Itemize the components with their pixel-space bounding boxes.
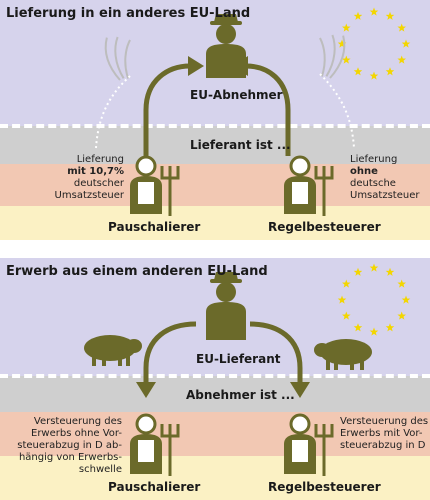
left-note: Lieferung mit 10,7% deutscher Umsatzsteu… (54, 154, 124, 201)
dashed-divider (0, 124, 430, 128)
star (337, 295, 347, 304)
supplier-label: EU-Lieferant (196, 352, 281, 366)
eu-stars-icon (337, 263, 411, 336)
star (342, 279, 351, 288)
star (397, 23, 406, 32)
panel2-graphics (84, 263, 411, 476)
star (342, 55, 351, 64)
star (369, 327, 379, 336)
star (385, 67, 395, 76)
panel1-graphics (95, 7, 411, 216)
star (397, 311, 406, 320)
pig-icon (314, 339, 372, 370)
arrow-right (249, 321, 303, 382)
star (337, 39, 347, 48)
band-cream (0, 456, 430, 500)
star (342, 311, 351, 320)
eu-stars-icon (337, 7, 411, 80)
panel-delivery: Lieferung in ein anderes EU-Land EU-Abne… (0, 0, 430, 240)
farmer-icon (206, 14, 246, 78)
dashed-divider (0, 374, 430, 378)
band-cream (0, 206, 430, 240)
right-note: Versteuerung des Erwerbs mit Vor- steuer… (340, 416, 429, 451)
star (385, 323, 395, 332)
grain-icon (319, 34, 346, 79)
star (353, 267, 363, 276)
star (353, 67, 363, 76)
farmer-icon (130, 155, 180, 216)
arrow-left (143, 63, 191, 156)
right-label: Regelbesteuerer (268, 220, 381, 234)
star (401, 295, 411, 304)
right-note: Lieferung ohne deutsche Umsatzsteuer (350, 154, 420, 201)
panel-title: Lieferung in ein anderes EU-Land (6, 6, 251, 21)
left-label: Pauschalierer (108, 480, 201, 494)
farmer-icon (206, 272, 246, 340)
star (369, 7, 379, 16)
star (397, 55, 406, 64)
right-label: Regelbesteuerer (268, 480, 381, 494)
star (385, 267, 395, 276)
status-label: Abnehmer ist ... (186, 388, 295, 402)
pig-icon (84, 335, 142, 366)
left-note: Versteuerung des Erwerbs ohne Vor- steue… (17, 416, 122, 475)
star (342, 23, 351, 32)
band-salmon (0, 412, 430, 456)
arrow-left (143, 321, 197, 382)
star (353, 323, 363, 332)
star (353, 11, 363, 20)
band-salmon (0, 164, 430, 206)
star (385, 11, 395, 20)
arrow-right (245, 63, 291, 156)
status-label: Lieferant ist ... (190, 138, 291, 152)
star (369, 263, 379, 272)
star (401, 39, 411, 48)
panel-title: Erwerb aus einem anderen EU-Land (6, 264, 268, 279)
star (369, 71, 379, 80)
band-gray (0, 376, 430, 412)
band-gray (0, 126, 430, 164)
buyer-label: EU-Abnehmer (190, 88, 283, 102)
farmer-icon (130, 413, 180, 476)
panel-acquisition: Erwerb aus einem anderen EU-Land EU-Lief… (0, 258, 430, 500)
farmer-icon (284, 155, 334, 216)
grain-icon (104, 36, 131, 81)
left-label: Pauschalierer (108, 220, 201, 234)
farmer-icon (284, 413, 334, 476)
star (397, 279, 406, 288)
